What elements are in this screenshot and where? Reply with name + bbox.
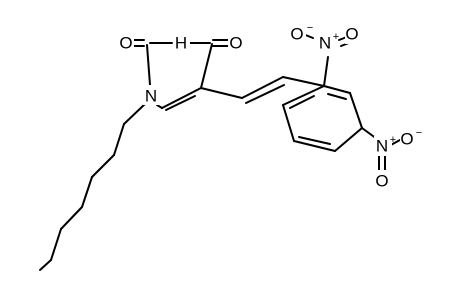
atom-no2-right-o-side: O	[400, 130, 413, 149]
bond-c6-n1	[156, 104, 163, 109]
bond-chain-5	[60, 206, 83, 230]
bond-vinyl-aryl	[282, 76, 325, 87]
atom-no2-right-o-down: O	[375, 172, 388, 191]
atom-n3-h: H	[175, 34, 187, 53]
bond-vinyl-double-a	[241, 76, 284, 99]
bond-chain-4	[81, 176, 93, 208]
bond-chain-1	[123, 103, 146, 125]
atom-no2-top-o-side: O	[345, 25, 358, 44]
bond-c4-c5	[200, 43, 213, 89]
bond-chain-6	[50, 228, 62, 261]
charge-no2-top-n-plus: +	[333, 31, 339, 43]
charge-no2-right-n-plus: +	[390, 134, 396, 146]
atom-labels: O H O N O − N + O N + O − O	[118, 22, 422, 191]
bond-ar-5	[282, 104, 295, 142]
bond-ar-inner-1	[327, 93, 347, 100]
charge-no2-top-o-minus: −	[307, 22, 313, 34]
bond-chain-2	[113, 123, 125, 156]
bond-c5-c6-outer	[161, 87, 202, 109]
atom-n1: N	[145, 87, 157, 106]
bond-chain-7	[39, 259, 52, 271]
bond-c5-c6-inner	[165, 95, 196, 111]
bond-c5-vinyl	[200, 87, 243, 99]
bond-vinyl-double-b	[245, 84, 285, 104]
bond-ar-inner-2	[298, 136, 331, 145]
bond-ar-1	[323, 85, 351, 94]
atom-no2-top-n: N	[319, 34, 331, 53]
bond-chain-3	[91, 154, 115, 178]
bond-ar-inner-3	[289, 95, 315, 109]
bond-n1-c2	[146, 44, 151, 86]
atom-no2-right-n: N	[376, 137, 388, 156]
bond-ar-3	[334, 127, 363, 152]
bond-ar-no2-top	[323, 56, 329, 87]
charge-no2-right-o-minus: −	[416, 127, 422, 139]
bond-ar-4	[293, 140, 336, 152]
atom-o-c4: O	[229, 34, 242, 53]
atom-no2-top-o-up: O	[290, 25, 303, 44]
bond-ar-2	[349, 92, 363, 129]
atom-o-c2: O	[119, 34, 132, 53]
bonds	[39, 33, 401, 271]
bond-ar-6	[282, 85, 325, 106]
